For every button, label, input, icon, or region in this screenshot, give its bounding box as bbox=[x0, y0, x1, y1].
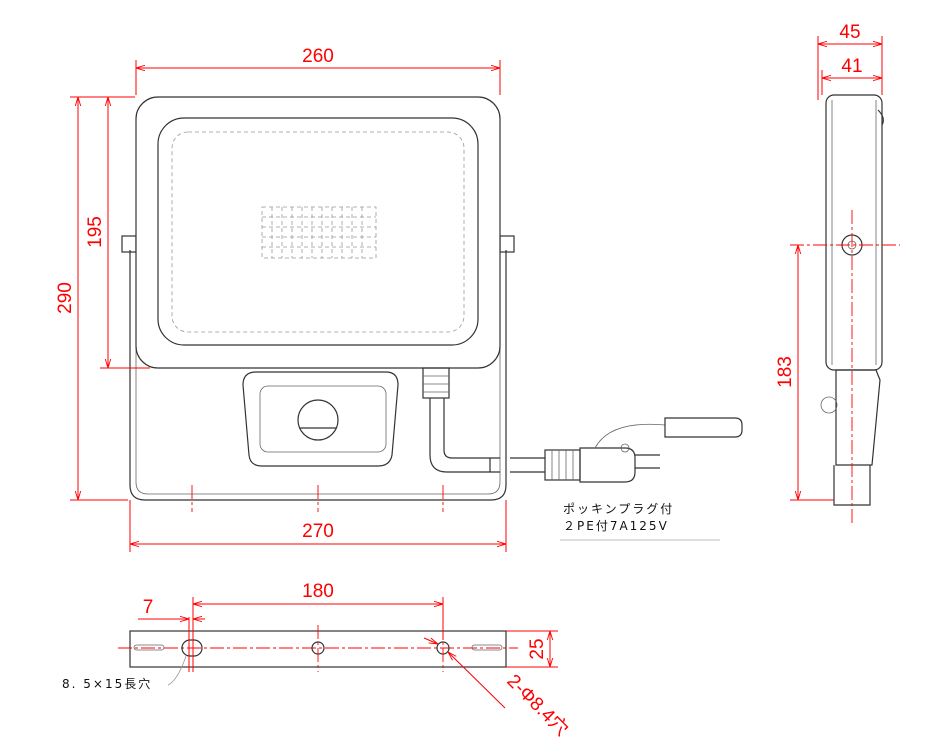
dim-width-260: 260 bbox=[302, 46, 334, 67]
dim-height-195: 195 bbox=[85, 216, 106, 248]
pivot-knob-right bbox=[499, 235, 515, 253]
dim-height-290: 290 bbox=[55, 282, 76, 314]
slot-hole bbox=[181, 639, 203, 657]
housing bbox=[135, 96, 501, 369]
plug-note-line2: ２PE付7A125V bbox=[563, 519, 669, 533]
earth-connector bbox=[664, 417, 743, 438]
dim-depth-41: 41 bbox=[841, 56, 862, 77]
dim-height-25: 25 bbox=[527, 638, 548, 659]
front-dimensions: 260 290 195 270 bbox=[55, 46, 507, 552]
plug-note-line1: ポッキンプラグ付 bbox=[563, 502, 674, 516]
side-view bbox=[790, 94, 900, 525]
dim-hole-pitch-180: 180 bbox=[302, 581, 334, 602]
led-array bbox=[261, 206, 377, 259]
dim-height-183: 183 bbox=[775, 356, 796, 388]
lens-frame bbox=[157, 117, 479, 346]
front-view bbox=[121, 96, 743, 501]
bracket-view: 180 7 25 2-Φ8.4穴 8. 5×15長穴 bbox=[62, 581, 573, 740]
sensor-box bbox=[242, 371, 399, 467]
cable bbox=[429, 398, 500, 473]
plug-strain-relief bbox=[544, 449, 581, 481]
motion-sensor bbox=[297, 399, 339, 441]
side-sensor bbox=[820, 396, 838, 414]
dim-width-270: 270 bbox=[302, 521, 334, 542]
hole-note: 2-Φ8.4穴 bbox=[502, 670, 572, 740]
sensor-window bbox=[259, 385, 387, 453]
bracket-u bbox=[129, 250, 507, 501]
side-body bbox=[825, 94, 883, 371]
cable-gland bbox=[422, 367, 450, 399]
side-dimensions: 45 41 183 bbox=[775, 22, 883, 501]
dim-depth-45: 45 bbox=[839, 22, 860, 43]
plug bbox=[579, 447, 636, 483]
slot-note: 8. 5×15長穴 bbox=[62, 676, 152, 691]
pivot-knob-left bbox=[121, 235, 137, 253]
power-cord bbox=[510, 457, 545, 473]
side-bracket bbox=[833, 369, 881, 506]
dim-offset-7: 7 bbox=[143, 597, 154, 618]
lens-area bbox=[171, 131, 465, 333]
